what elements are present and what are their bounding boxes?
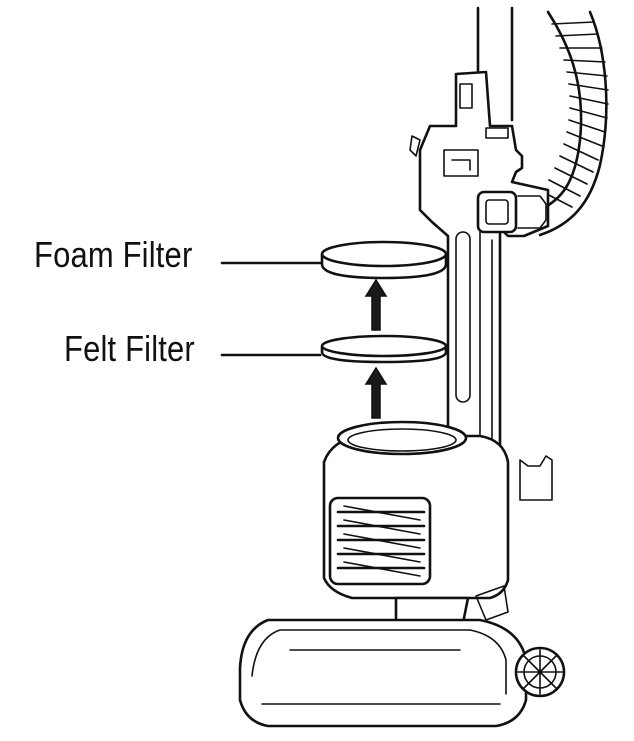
felt-filter-label: Felt Filter: [64, 328, 195, 369]
up-arrow-icon: [364, 366, 388, 419]
vacuum-wand: [476, 6, 514, 122]
floor-nozzle: [238, 618, 566, 728]
up-arrow-icon: [364, 278, 388, 331]
dust-cup: [322, 420, 553, 600]
foam-filter: [320, 240, 448, 280]
felt-filter: [320, 334, 448, 364]
vacuum-upper-body: [409, 70, 550, 454]
vacuum-hose: [538, 10, 609, 237]
foam-filter-label: Foam Filter: [34, 234, 193, 275]
